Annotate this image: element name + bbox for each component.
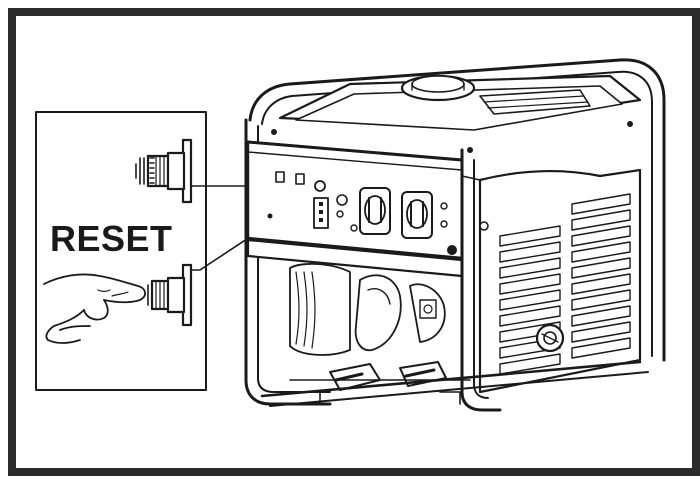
finger-pressing-icon: [43, 273, 146, 344]
base-mounts: [289, 361, 471, 405]
side-vent-grille: [499, 193, 631, 375]
reset-button-pressed: [147, 263, 193, 327]
reset-button: [314, 180, 326, 192]
reset-label: RESET: [50, 218, 173, 259]
engine-area: [289, 263, 446, 356]
control-panel: [267, 171, 457, 255]
generator-illustration: [244, 58, 666, 412]
reset-detail-inset: [35, 111, 319, 391]
reset-button-released: [135, 138, 193, 204]
